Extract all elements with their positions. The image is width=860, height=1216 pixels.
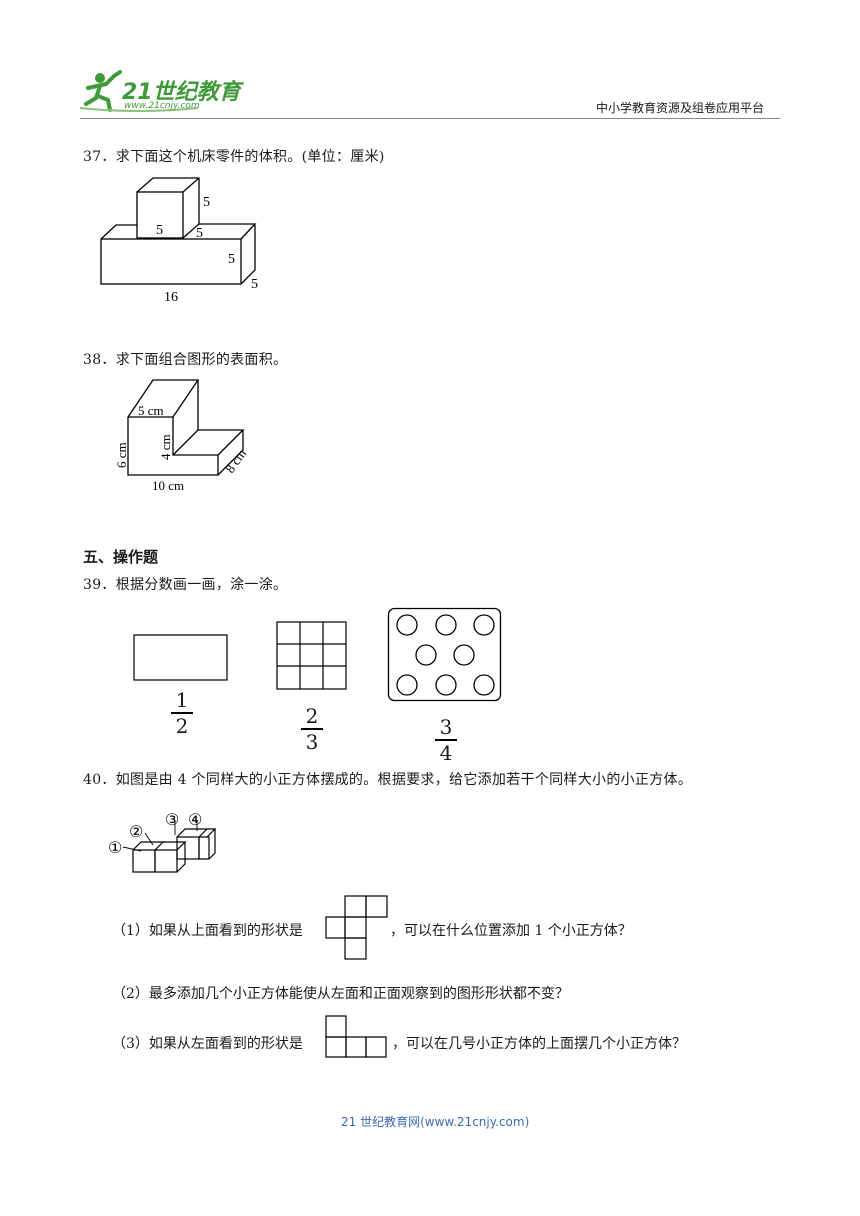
cube-label-3: ③ <box>165 812 179 829</box>
header-rule <box>80 118 780 119</box>
dim-10cm: 10 cm <box>152 478 184 493</box>
composite-solid-figure: 5 cm 6 cm 4 cm 8 cm 10 cm <box>114 379 249 493</box>
sub-question-2: （2）最多添加几个小正方体能使从左面和正面观察到的图形形状都不变？ <box>112 986 569 1002</box>
machine-part-figure: 5 5 5 5 16 5 <box>100 177 258 305</box>
dim-label-2: 5 <box>156 223 163 238</box>
question-37: 37．求下面这个机床零件的体积。(单位：厘米) <box>83 149 385 165</box>
footer-link[interactable]: 21 世纪教育网(www.21cnjy.com) <box>341 1115 530 1129</box>
dim-6cm: 6 cm <box>114 442 129 468</box>
section-title: 五、操作题 <box>83 548 159 566</box>
dim-8cm: 8 cm <box>222 446 249 476</box>
grid-3x3-shape <box>276 621 347 690</box>
logo-url: www.21cnjy.com <box>124 101 200 111</box>
sub-question-3-after: ，可以在几号小正方体的上面摆几个小正方体？ <box>392 1036 686 1052</box>
platform-text: 中小学教育资源及组卷应用平台 <box>596 101 765 115</box>
sub-question-3-before: （3）如果从左面看到的形状是 <box>112 1036 303 1052</box>
logo-runner-icon <box>79 70 199 112</box>
dim-label-5: 16 <box>164 290 178 305</box>
sub-question-1-after: ，可以在什么位置添加 1 个小正方体？ <box>390 923 632 939</box>
cube-label-1: ① <box>108 840 122 857</box>
dim-label-1: 5 <box>203 195 210 210</box>
site-logo: 21世纪教育 www.21cnjy.com <box>78 68 248 114</box>
sub-question-1-before: （1）如果从上面看到的形状是 <box>112 923 303 939</box>
question-40: 40．如图是由 4 个同样大的小正方体摆成的。根据要求，给它添加若干个同样大小的… <box>83 772 693 788</box>
dim-5cm: 5 cm <box>138 403 164 418</box>
cube-label-4: ④ <box>188 812 202 829</box>
circle-grid-shape <box>387 607 502 702</box>
cube-label-2: ② <box>129 824 143 841</box>
dim-label-4: 5 <box>228 252 235 267</box>
rectangle-shape <box>133 634 228 681</box>
dim-label-6: 5 <box>251 277 258 292</box>
four-cubes-figure: ① ② ③ ④ <box>108 812 217 873</box>
dim-4cm: 4 cm <box>158 434 173 460</box>
question-38: 38．求下面组合图形的表面积。 <box>83 352 288 368</box>
left-view-shape <box>325 1015 387 1058</box>
top-view-shape <box>325 895 388 960</box>
dim-label-3: 5 <box>196 226 203 241</box>
question-39: 39．根据分数画一画，涂一涂。 <box>83 577 288 593</box>
logo-title: 21世纪教育 <box>122 80 241 105</box>
